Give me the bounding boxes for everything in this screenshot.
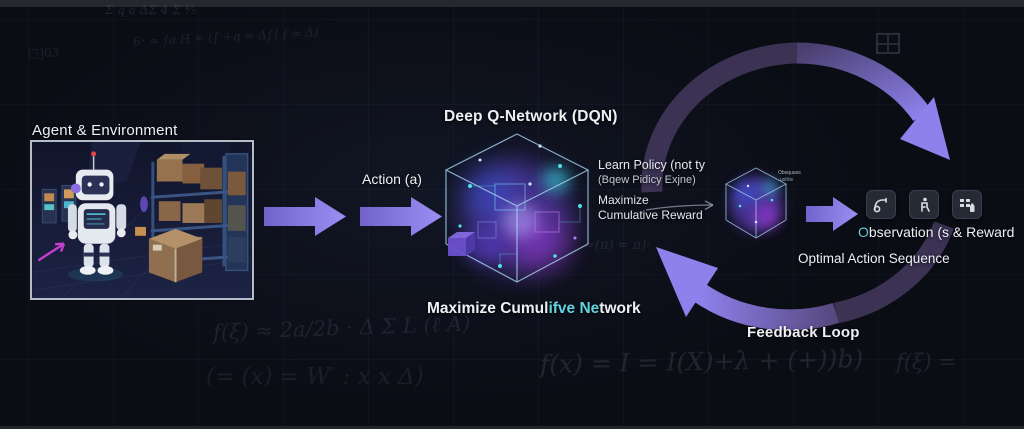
policy-line-1: Learn Policy (not ty <box>598 158 705 172</box>
small-cube-illustration: Obsquuos ustlris <box>725 167 801 239</box>
caption-part-2: ifve Ne <box>548 300 600 317</box>
caption-part-1: Maximize Cumul <box>427 300 549 317</box>
faint-grid-window-icon <box>876 33 900 54</box>
dqn-title: Deep Q-Network (DQN) <box>444 108 618 125</box>
robot <box>67 151 127 282</box>
agent-environment-label: Agent & Environment <box>32 122 178 139</box>
bottom-strip <box>0 426 1024 429</box>
caption-part-3: twork <box>599 300 641 317</box>
small-cube-tiny-label-1: Obsquuos <box>778 170 801 176</box>
warehouse-scene <box>32 142 252 298</box>
purple-lamp <box>140 196 148 213</box>
agent-environment-illustration <box>30 140 254 300</box>
feedback-loop-label: Feedback Loop <box>747 324 860 341</box>
observation-prefix: O <box>858 224 869 240</box>
action-label: Action (a) <box>362 171 422 187</box>
policy-line-3: Maximize <box>598 193 649 207</box>
output-icon-row <box>866 190 982 219</box>
dqn-cube-illustration <box>444 133 590 283</box>
policy-line-2: (Bqew Pidicy Exjne) <box>598 174 696 186</box>
small-box <box>135 226 146 236</box>
corner-mini-cube <box>448 232 475 256</box>
policy-text-block: Learn Policy (not ty (Bqew Pidicy Exjne)… <box>598 158 705 223</box>
cube-wireframe <box>444 133 590 283</box>
observation-rest: bservation (s & Reward <box>868 224 1015 240</box>
small-cube-dots <box>738 184 774 224</box>
policy-line-4: Cumulative Reward <box>598 208 703 222</box>
small-cube-wireframe <box>725 167 787 239</box>
front-box <box>148 228 203 283</box>
inventory-grid-icon <box>952 190 982 219</box>
optimal-action-sequence-label: Optimal Action Sequence <box>798 251 950 266</box>
dqn-caption: Maximize Cumulifve Network <box>427 300 641 318</box>
small-cube-tiny-label-2: ustlris <box>780 177 794 183</box>
robot-arm-icon <box>866 190 896 219</box>
observation-reward-label: Observation (s & Reward <box>858 224 1014 240</box>
agent-figure-icon <box>909 190 939 219</box>
magenta-arrow <box>37 242 66 262</box>
top-strip <box>0 0 1024 7</box>
cube-circuitry <box>458 144 582 268</box>
